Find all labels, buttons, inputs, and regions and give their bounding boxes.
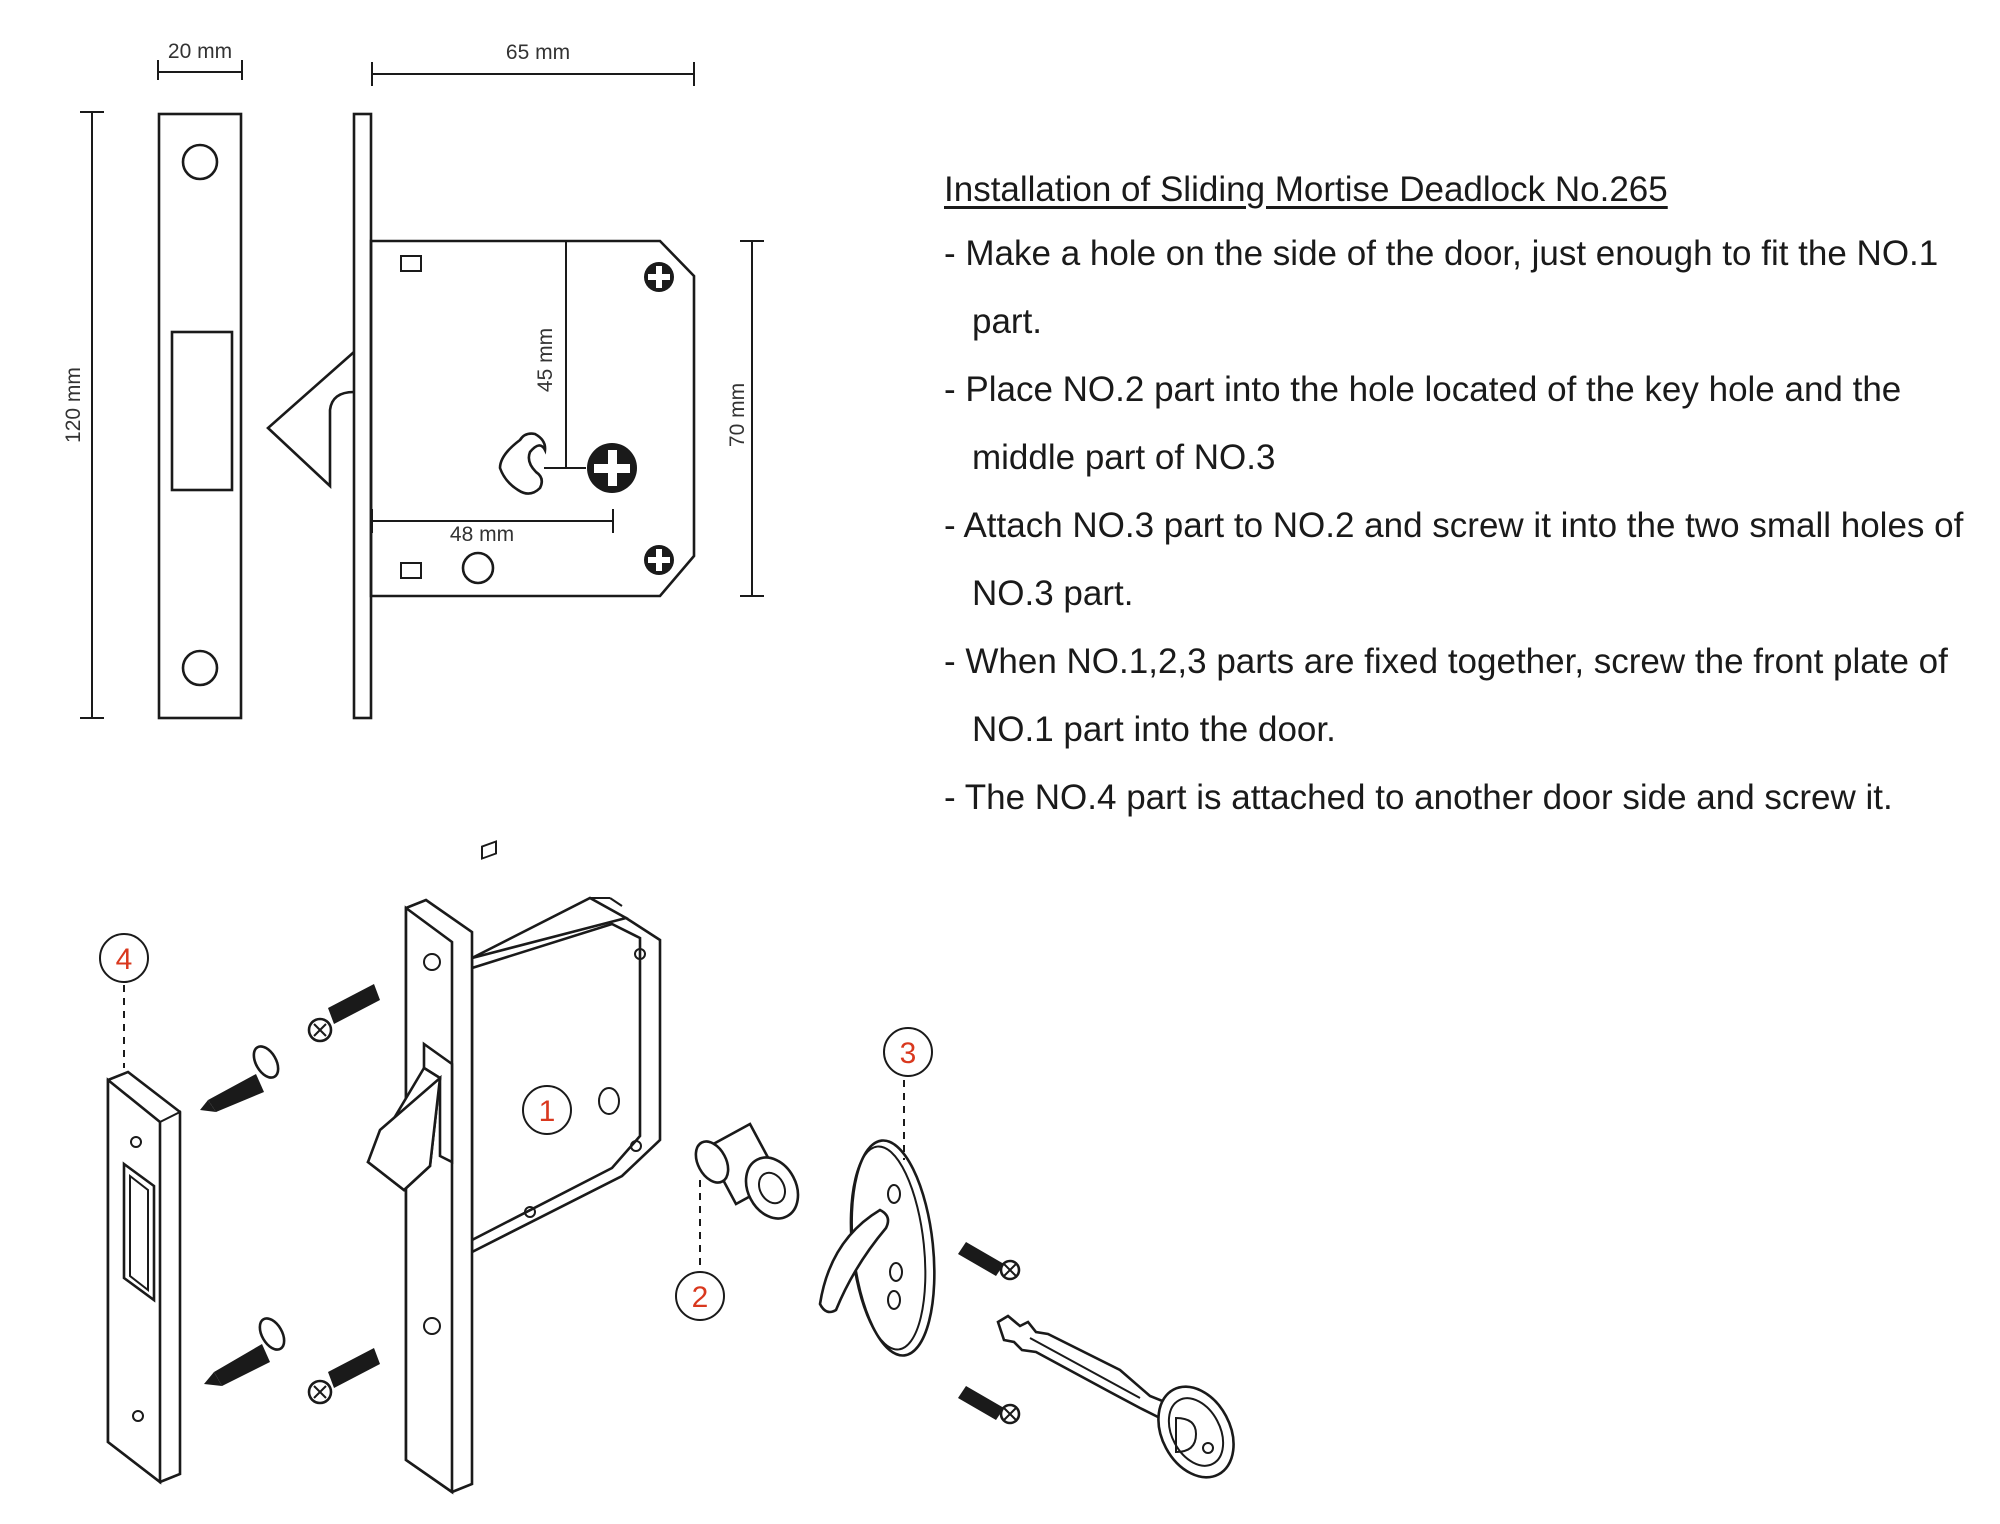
installation-instructions: Installation of Sliding Mortise Deadlock… (944, 170, 1974, 832)
faceplate-front (157, 112, 243, 720)
part-4-label: 4 (116, 943, 133, 976)
part-1-marker (522, 1085, 572, 1135)
dim-plate-width: 20 mm (168, 40, 232, 63)
instructions-list: - Make a hole on the side of the door, j… (944, 220, 1974, 832)
part-3-marker (883, 1027, 933, 1077)
key-icon (996, 1314, 1235, 1479)
phillips-screw-head-icon (644, 545, 674, 575)
strike-plate (106, 1070, 182, 1485)
keyhole (498, 432, 547, 495)
screw-icon (958, 1386, 1021, 1425)
escutcheon (818, 1139, 936, 1357)
phillips-screw-head-icon (644, 262, 674, 292)
bolt-slot (170, 330, 234, 492)
dim-keyhole-height: 45 mm (534, 328, 557, 392)
side-view: 65 mm 45 mm 48 mm (266, 41, 764, 720)
hook-bolt (266, 351, 355, 489)
screw-icon (204, 1317, 286, 1386)
instruction-step: - Make a hole on the side of the door, j… (944, 234, 1939, 341)
screw-icon (307, 984, 380, 1043)
screw-icon (200, 1045, 280, 1112)
dim-backset: 48 mm (450, 523, 514, 546)
dim-depth: 65 mm (506, 41, 570, 64)
dim-plate-height: 120 mm (62, 367, 85, 443)
instruction-step: - When NO.1,2,3 parts are fixed together… (944, 642, 1948, 749)
phillips-screw-head-icon (587, 443, 637, 493)
instructions-title: Installation of Sliding Mortise Deadlock… (944, 170, 1668, 209)
exploded-view: 4 (99, 840, 1235, 1495)
instruction-step: - Attach NO.3 part to NO.2 and screw it … (944, 506, 1964, 613)
screw-icon (307, 1348, 380, 1405)
instruction-step: - Place NO.2 part into the hole located … (944, 370, 1902, 477)
dim-body-height: 70 mm (726, 383, 749, 447)
cylinder (694, 1122, 800, 1220)
part-2-marker (675, 1271, 725, 1321)
forend-side (352, 112, 373, 720)
part-1-label: 1 (539, 1095, 556, 1128)
part-3-label: 3 (900, 1037, 917, 1070)
lock-case (369, 239, 696, 598)
lock-body (366, 840, 662, 1495)
screw-icon (958, 1242, 1021, 1281)
instruction-step: - The NO.4 part is attached to another d… (944, 778, 1893, 817)
front-view: 20 mm 120 mm (62, 40, 243, 720)
part-2-label: 2 (692, 1281, 709, 1314)
part-4-marker (99, 933, 149, 983)
